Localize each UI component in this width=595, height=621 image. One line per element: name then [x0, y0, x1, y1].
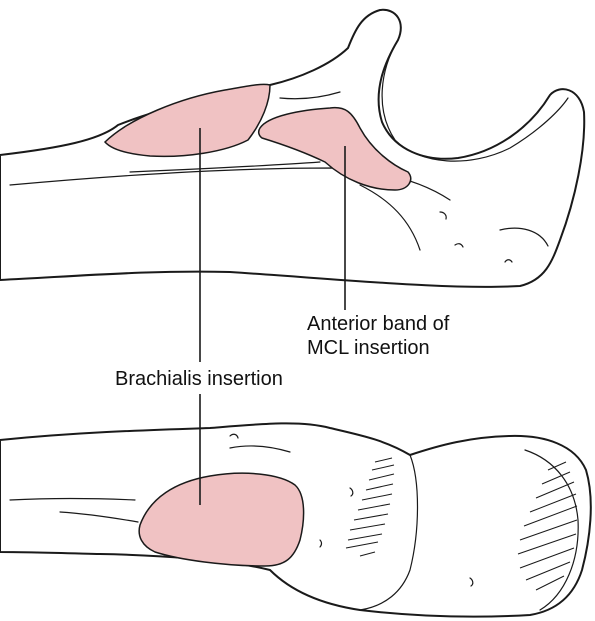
trochlear-face-rim — [524, 449, 579, 611]
bone-mark-4 — [229, 433, 239, 439]
coronoid-process — [359, 454, 419, 611]
bone-mark-5 — [349, 487, 354, 497]
bone-mark-1 — [454, 243, 464, 248]
medial-ridge — [279, 91, 341, 100]
hatched-surface-coronoid — [345, 457, 395, 557]
bone-mark-7 — [319, 539, 323, 548]
brachialis-insertion-top — [103, 83, 271, 158]
mcl-insertion — [257, 106, 412, 191]
ulna-medial-view — [0, 8, 586, 288]
bone-mark-3 — [439, 211, 447, 220]
mcl-label-line2: MCL insertion — [307, 337, 430, 359]
ulna-anterior-view — [0, 422, 592, 618]
coronoid-ridge — [359, 184, 421, 251]
bone-mark-2 — [504, 259, 513, 263]
proximal-ridge — [229, 445, 291, 453]
hatched-surface-trochlea — [517, 461, 578, 591]
shaft-line-anterior — [9, 497, 136, 501]
bone-mark-6 — [469, 577, 474, 587]
mcl-insertion-label: Anterior band of MCL insertion — [307, 312, 449, 360]
brachialis-insertion-bottom — [138, 472, 305, 567]
brachialis-insertion-label: Brachialis insertion — [115, 368, 283, 390]
shaft-contour-lower — [129, 161, 321, 173]
shaft-line-interosseous — [59, 511, 139, 523]
olecranon-detail — [499, 227, 549, 247]
mcl-label-line1: Anterior band of — [307, 313, 450, 335]
trochlear-notch-rim — [381, 39, 569, 162]
